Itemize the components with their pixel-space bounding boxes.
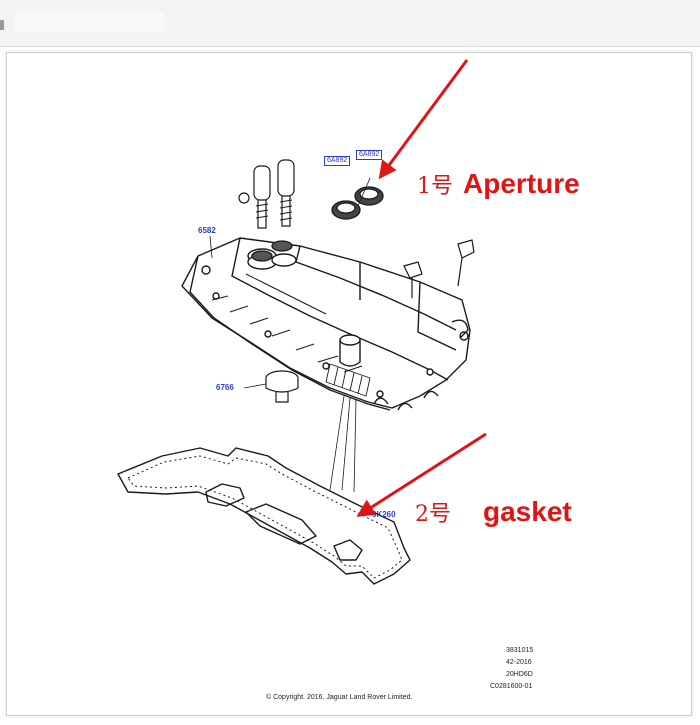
callout-number: 1号	[417, 174, 453, 199]
oil-filler-cap	[265, 370, 299, 403]
ref-code: 3831015	[506, 647, 534, 654]
callout-label: gasket	[483, 496, 572, 527]
arrow-aperture	[378, 59, 469, 180]
edge-marker	[0, 20, 4, 30]
callout-number: 2号	[415, 502, 451, 527]
callout-label: Aperture	[463, 168, 580, 199]
callout-aperture: 1号 Aperture	[417, 168, 580, 200]
gasket	[117, 447, 411, 585]
part-label-filler-cap: 6766	[216, 383, 234, 392]
seal-box-label: 6A892	[324, 156, 351, 166]
copyright-notice: © Copyright. 2016. Jaguar Land Rover Lim…	[266, 694, 413, 701]
callout-gasket: 2号 gasket	[415, 496, 572, 528]
part-label-bracket: 6582	[198, 226, 216, 235]
ref-code: C0281600-01	[490, 683, 533, 690]
blurred-header-area	[14, 12, 164, 32]
sensors	[403, 239, 475, 298]
browser-top-bar	[0, 0, 700, 47]
ref-code: 42-2016	[506, 659, 532, 666]
solenoid-valves	[238, 159, 295, 229]
part-label-gasket: 6K260	[372, 510, 396, 519]
arrow-gasket	[356, 432, 487, 517]
seal-box-label: 6A892	[356, 150, 383, 160]
red-arrows	[356, 59, 487, 517]
leader-lines	[209, 177, 371, 493]
ref-code: 20HD6D	[506, 671, 533, 678]
